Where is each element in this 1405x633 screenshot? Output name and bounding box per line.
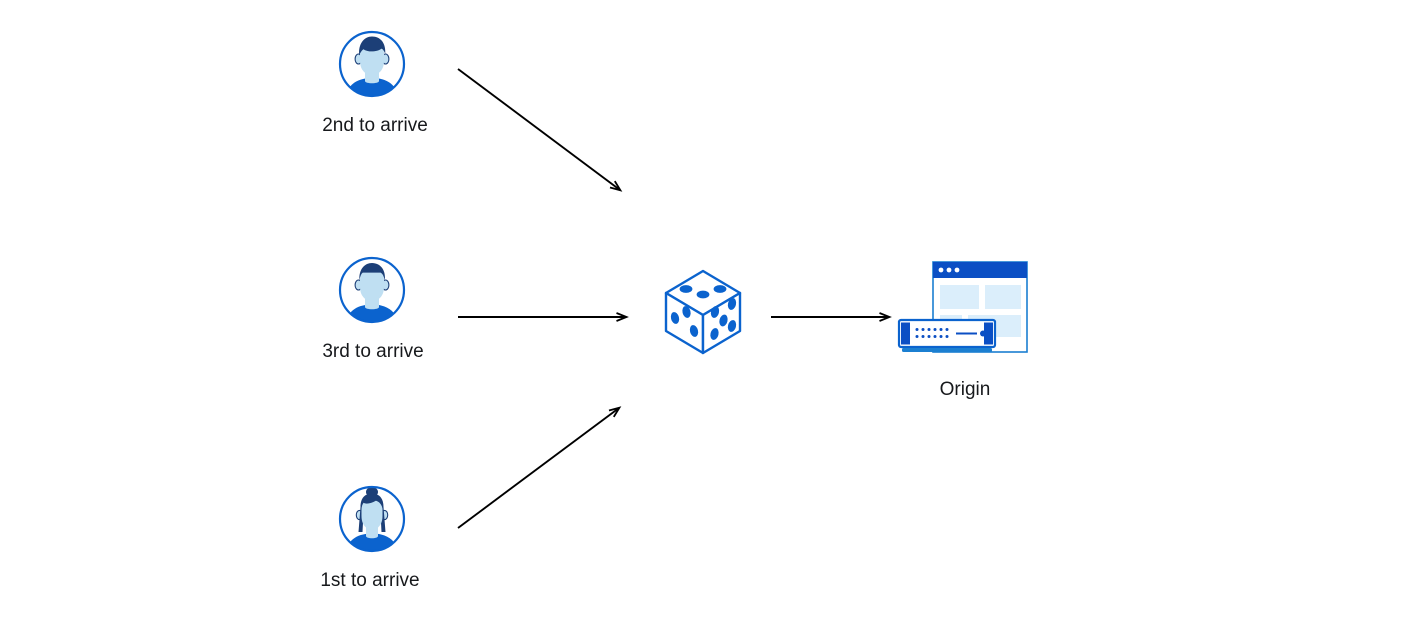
origin-server-icon	[897, 261, 1028, 353]
node-label-visitor-2: 2nd to arrive	[322, 115, 428, 136]
server-status-light	[980, 330, 986, 337]
arrow-visitor1-to-dice	[457, 406, 622, 529]
dice-icon	[664, 269, 742, 355]
content-panel-2	[985, 285, 1021, 309]
browser-dot-1	[938, 267, 944, 273]
content-panel-1	[940, 285, 979, 309]
node-label-visitor-1: 1st to arrive	[320, 570, 420, 591]
dice-top-pips	[679, 285, 727, 299]
node-randomizer	[662, 268, 744, 361]
server-appliance-icon	[897, 318, 997, 352]
node-visitor-2	[336, 28, 408, 105]
user-avatar-female-icon	[338, 485, 406, 553]
node-label-origin: Origin	[939, 379, 991, 400]
server-ports	[915, 328, 949, 338]
node-label-visitor-3: 3rd to arrive	[322, 341, 424, 362]
browser-dot-3	[954, 267, 960, 273]
node-visitor-1	[336, 483, 408, 560]
dice-left-pips	[670, 306, 699, 337]
user-avatar-icon	[338, 256, 406, 324]
user-avatar-icon	[338, 30, 406, 98]
node-origin	[895, 258, 1035, 368]
node-visitor-3	[336, 254, 408, 331]
dice-right-pips	[710, 298, 737, 340]
browser-dot-2	[946, 267, 952, 273]
